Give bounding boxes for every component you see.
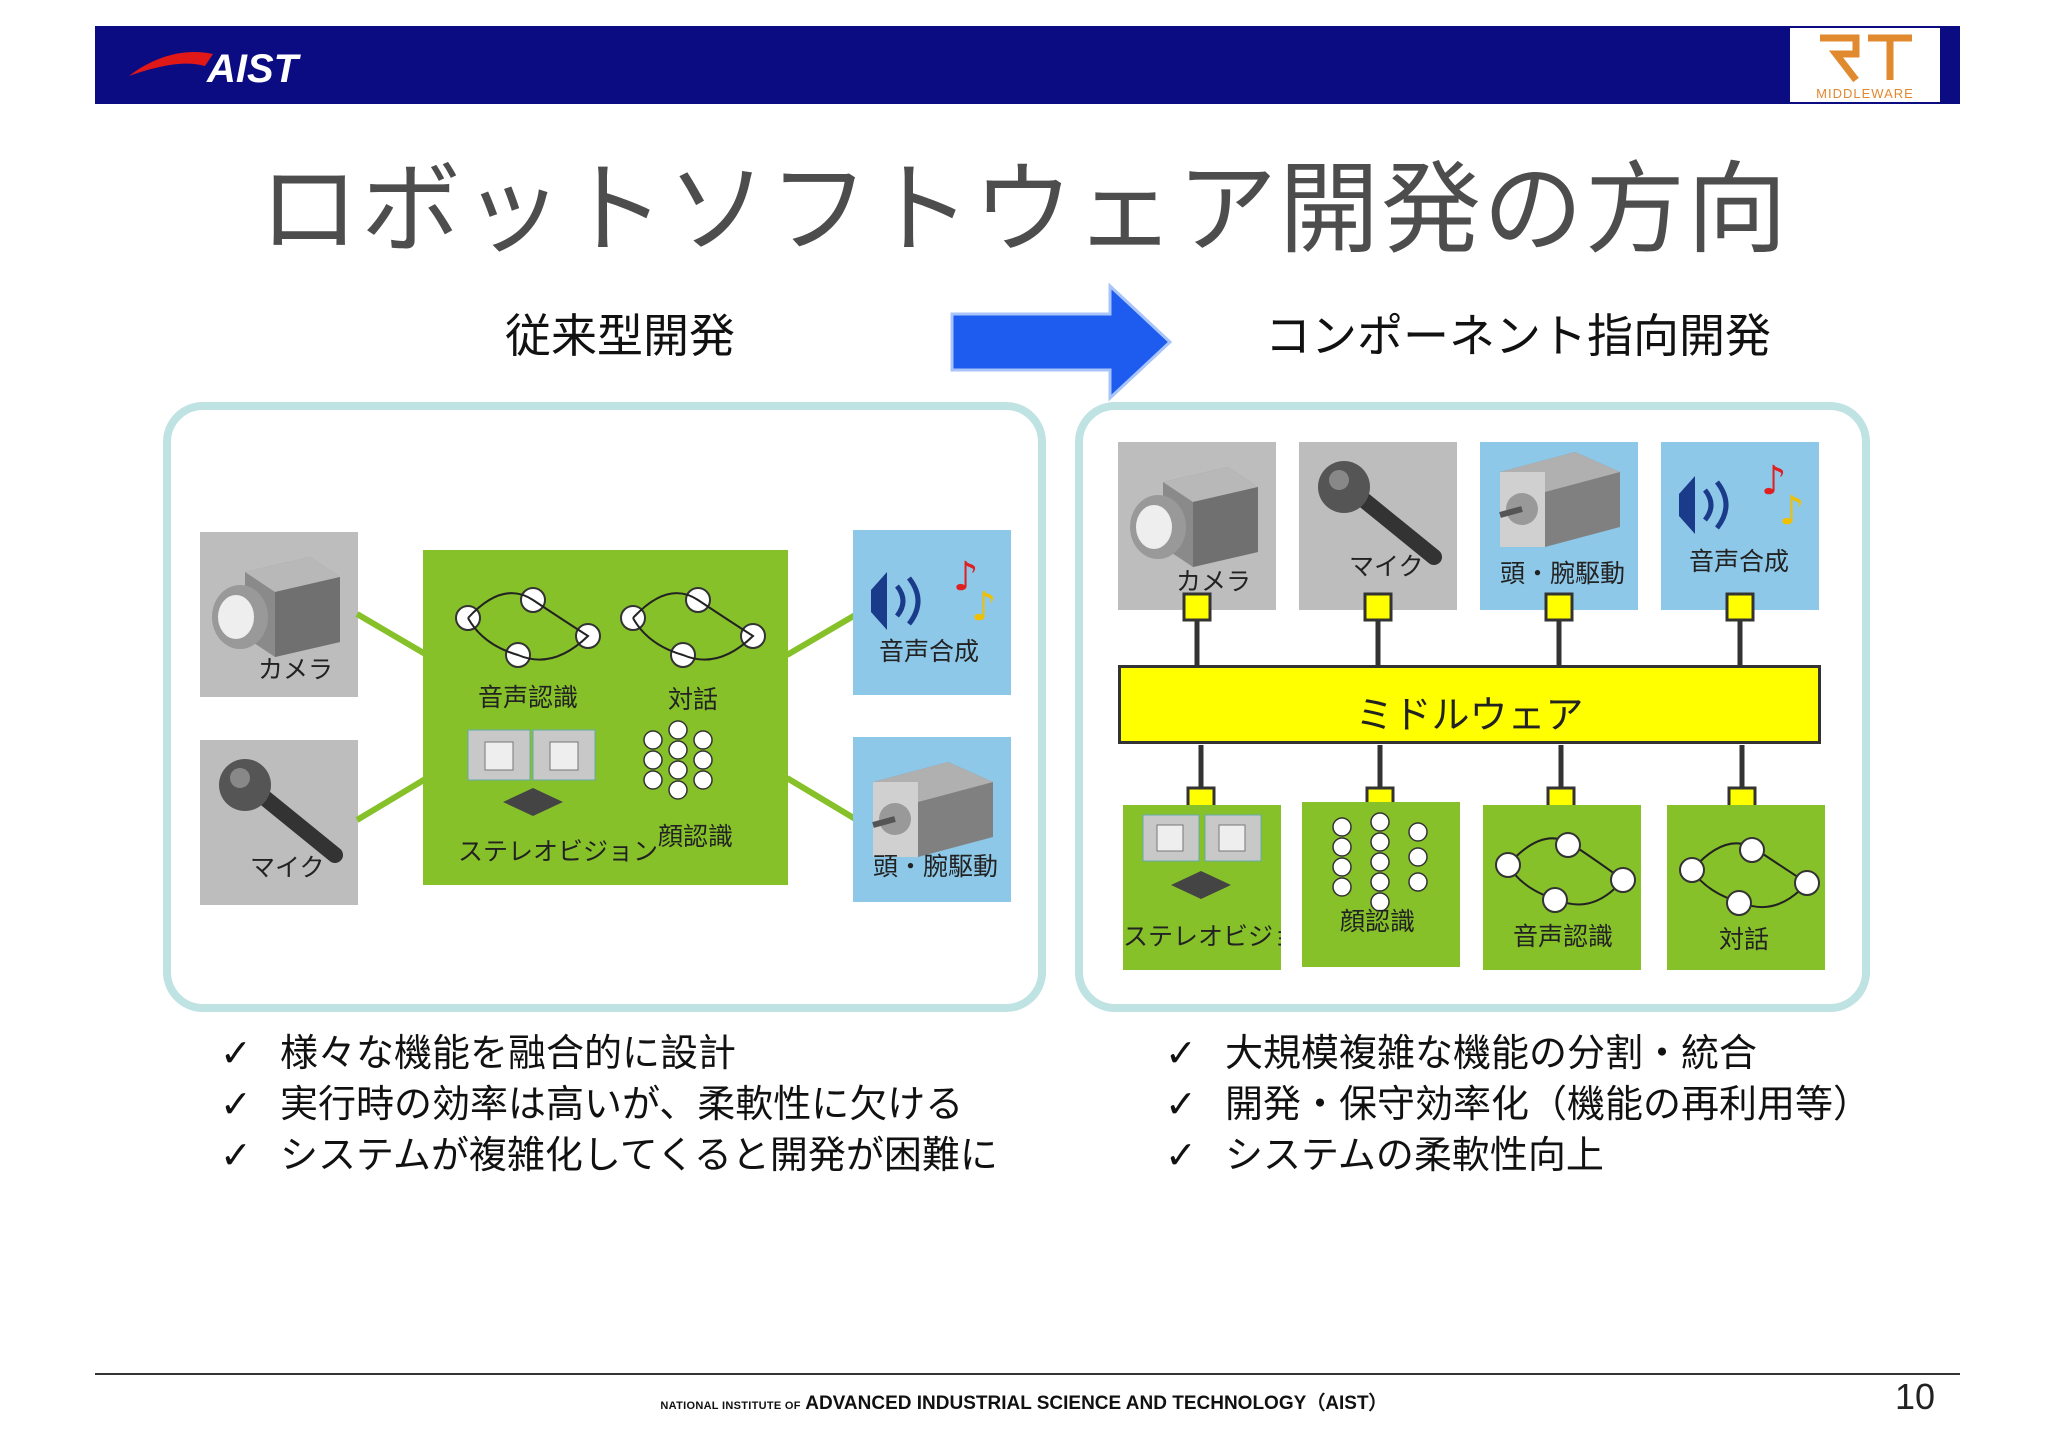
middleware-bar: ミドルウェア — [1118, 665, 1821, 744]
camera-icon — [212, 557, 340, 657]
list-item: ✓システムが複雑化してくると開発が困難に — [220, 1130, 998, 1181]
header-bar — [95, 26, 1960, 104]
neural-network-icon — [1332, 812, 1428, 912]
rtc-dialogue-tile: 対話 — [1667, 805, 1825, 970]
rtc-stereo-vision-tile: ステレオビジョ — [1123, 805, 1281, 970]
check-icon: ✓ — [220, 1031, 252, 1075]
rt-middleware-logo: MIDDLEWARE — [1790, 28, 1940, 102]
speaker-music-icon: ♪ ♪ — [871, 554, 997, 630]
motor-icon — [872, 762, 993, 857]
right-connectors — [785, 611, 859, 823]
left-connectors — [355, 611, 429, 823]
rtc-speech-recognition-tile: 音声認識 — [1483, 805, 1641, 970]
svg-text:♪: ♪ — [971, 584, 997, 630]
check-icon: ✓ — [1165, 1133, 1197, 1177]
speech-synthesis-tile: ♪ ♪ 音声合成 — [853, 530, 1011, 695]
page-number: 10 — [1895, 1376, 1936, 1417]
aist-logo: AIST — [125, 38, 325, 91]
state-graph-icon — [1679, 837, 1820, 916]
motor-icon — [1499, 452, 1620, 547]
speaker-music-icon: ♪ ♪ — [1679, 458, 1805, 534]
list-item: ✓様々な機能を融合的に設計 — [220, 1028, 998, 1079]
list-item: ✓実行時の効率は高いが、柔軟性に欠ける — [220, 1079, 998, 1130]
integrated-functions-graphic — [455, 587, 766, 816]
camera-tile: カメラ — [200, 532, 358, 697]
rtc-mic-tile: マイク — [1299, 442, 1457, 610]
microphone-icon — [1318, 461, 1442, 565]
head-arm-drive-tile: 頭・腕駆動 — [853, 737, 1011, 902]
footer-divider — [95, 1373, 1960, 1375]
right-bullet-list: ✓大規模複雑な機能の分割・統合 ✓開発・保守効率化（機能の再利用等） ✓システム… — [1165, 1028, 1871, 1181]
svg-text:♪: ♪ — [953, 554, 979, 600]
rtc-speech-synthesis-tile: ♪ ♪ 音声合成 — [1661, 442, 1819, 610]
camera-icon — [1130, 467, 1258, 567]
check-icon: ✓ — [1165, 1031, 1197, 1075]
page-title: ロボットソフトウェア開発の方向 — [259, 151, 1789, 268]
big-right-arrow-icon — [950, 282, 1173, 402]
right-section-heading: コンポーネント指向開発 — [1265, 309, 1771, 363]
mic-tile: マイク — [200, 740, 358, 905]
list-item: ✓システムの柔軟性向上 — [1165, 1130, 1871, 1181]
state-graph-icon — [1495, 832, 1636, 913]
check-icon: ✓ — [220, 1082, 252, 1126]
left-bullet-list: ✓様々な機能を融合的に設計 ✓実行時の効率は高いが、柔軟性に欠ける ✓システムが… — [220, 1028, 998, 1181]
footer-institution: NATIONAL INSTITUTE OF ADVANCED INDUSTRIA… — [660, 1393, 1388, 1414]
integrated-functions-block: 音声認識 対話 ステレオビジョン 顔認識 — [423, 550, 788, 885]
rtc-face-recognition-tile: 顔認識 — [1302, 802, 1460, 967]
check-icon: ✓ — [1165, 1082, 1197, 1126]
check-icon: ✓ — [220, 1133, 252, 1177]
rtc-camera-tile: カメラ — [1118, 442, 1276, 610]
list-item: ✓大規模複雑な機能の分割・統合 — [1165, 1028, 1871, 1079]
svg-text:♪: ♪ — [1761, 458, 1787, 504]
left-section-heading: 従来型開発 — [505, 309, 735, 363]
rtc-head-arm-drive-tile: 頭・腕駆動 — [1480, 442, 1638, 610]
middleware-connectors — [1182, 592, 1757, 816]
stereo-vision-icon — [1142, 814, 1262, 899]
list-item: ✓開発・保守効率化（機能の再利用等） — [1165, 1079, 1871, 1130]
svg-text:♪: ♪ — [1779, 488, 1805, 534]
svg-text:AIST: AIST — [206, 47, 302, 90]
microphone-icon — [219, 759, 343, 863]
